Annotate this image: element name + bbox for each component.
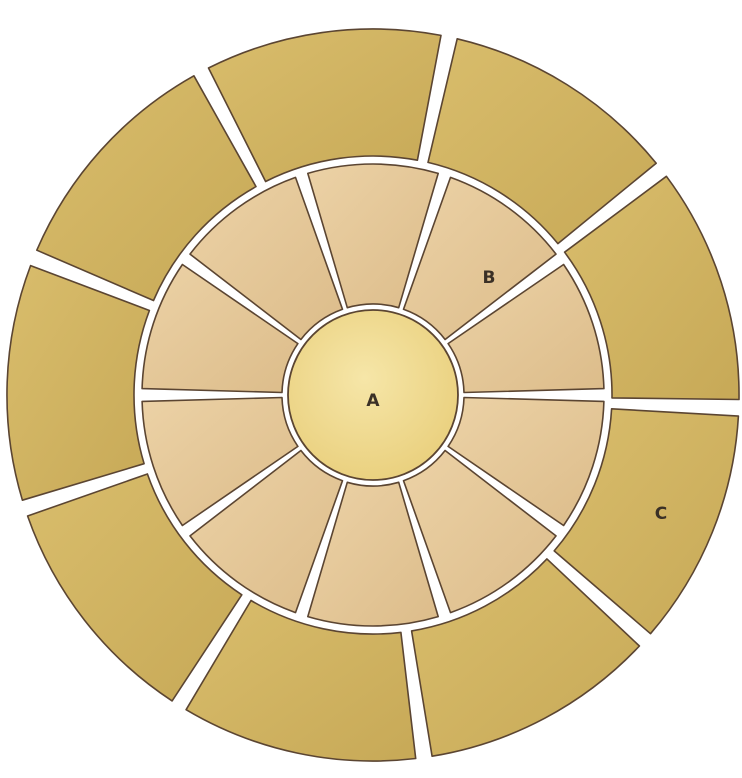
outer-ring-stone (28, 474, 242, 701)
outer-ring-stone (209, 29, 442, 181)
label-b: B (483, 268, 496, 288)
label-c: C (655, 504, 667, 524)
label-a: A (366, 391, 380, 411)
outer-ring-stone (7, 266, 149, 501)
